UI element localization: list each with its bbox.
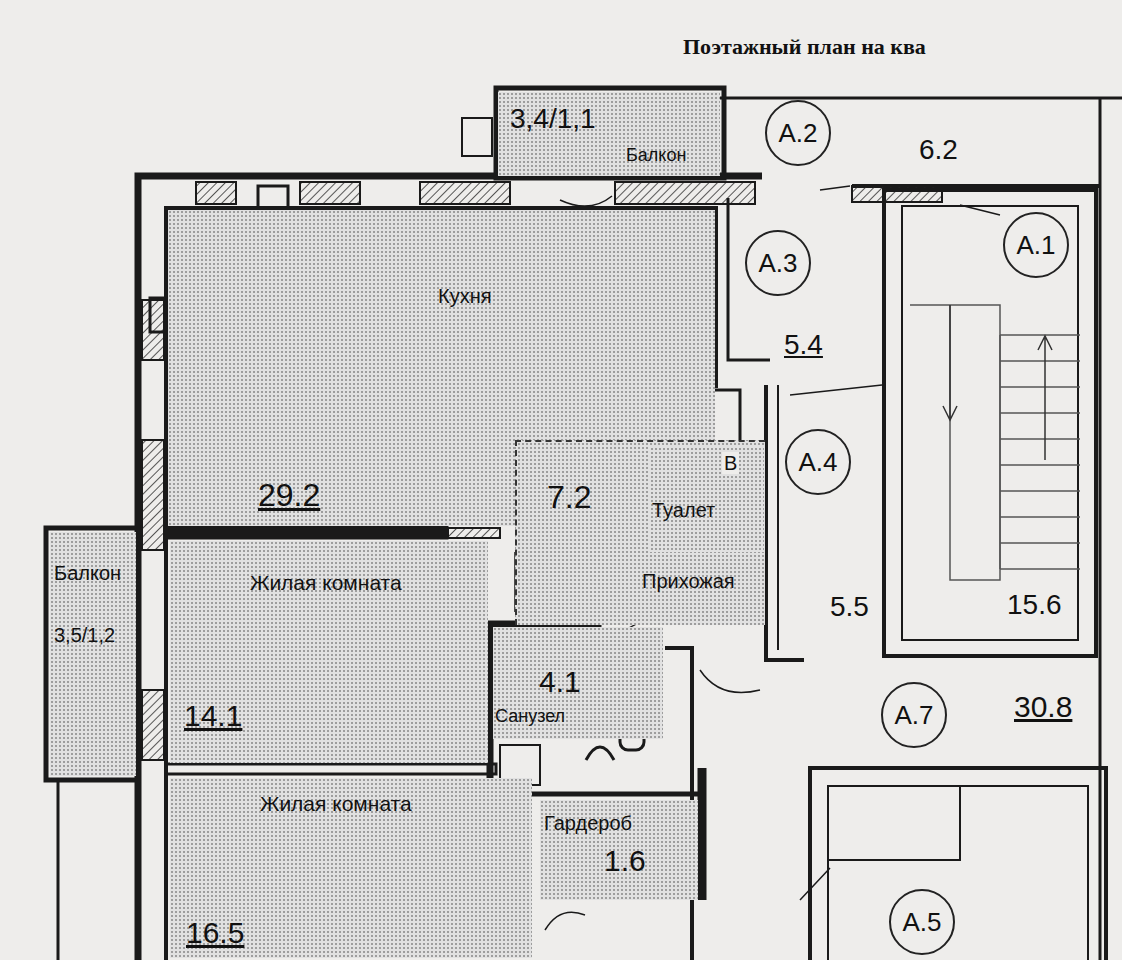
air-unit [462,118,492,156]
balcony-wall [58,780,138,960]
door-swing [820,186,1000,215]
room-text: Кухня [438,285,492,307]
stairwell-wall [902,206,1078,640]
neighbour-wall [810,768,1106,960]
entrance-wall [777,385,779,650]
stair-arrow [1038,336,1052,460]
room-text: 14.1 [184,699,242,732]
bathroom-area: 4.1Санузел [493,627,663,739]
room-text: Балкон [626,146,686,166]
section-marker: А.1 [1003,212,1069,278]
room-text: 3,5/1,2 [54,624,115,646]
room-text: Жилая комната [250,571,402,594]
section-marker: А.3 [745,230,811,296]
plan-title: Поэтажный план на ква [683,34,926,60]
room-text: Жилая комната [260,792,412,815]
marker-text: А.1 [1016,232,1055,258]
balcony-area: 3,4/1,1Балкон [498,92,720,176]
marker-text: А.2 [778,120,817,146]
area-label: 6.2 [917,135,960,166]
marker-text: А.7 [894,702,933,728]
room-text: Балкон [54,562,121,584]
stair-arrow [943,305,957,420]
door-swing [560,196,612,206]
stair-landing [910,305,1000,580]
balcony-wall [496,88,724,178]
room-text: Туалет [652,499,715,521]
marker-text: А.5 [902,909,941,935]
window [142,440,164,550]
room-text: 4.1 [539,665,581,698]
neighbour-wall [1099,98,1102,960]
area-label: 15.6 [1005,590,1064,621]
stairwell-wall [884,190,1096,656]
corridor-wall [720,97,1122,100]
stair-steps [1000,335,1080,569]
area-label: 5.4 [782,330,825,361]
section-marker: А.4 [785,429,851,495]
window [615,182,755,204]
area-label: 30.8 [1012,690,1074,723]
room-text: 16.5 [186,916,244,949]
room-text: 1.6 [604,844,646,877]
neighbour-wall [828,786,960,860]
section-marker: А.7 [881,682,947,748]
room-text: 3,4/1,1 [510,104,596,135]
door-swing [790,385,882,395]
area-label: В [722,452,739,474]
room-text: 7.2 [547,480,591,515]
balcony-area: Балкон 3,5/1,2 [50,532,136,776]
room-text: Санузел [495,707,565,727]
room-text: 29.2 [258,478,320,513]
window [142,690,164,760]
marker-text: А.3 [758,250,797,276]
section-marker: А.2 [765,100,831,166]
wardrobe-wall [698,768,707,900]
living-room-area: Жилая комната 14.1 [170,541,488,763]
partition-wall [166,764,496,774]
partition-wall [448,528,500,538]
toilet-area: Туалет [650,447,764,552]
window [142,300,164,360]
entrance-wall [766,385,804,660]
area-label: 5.5 [828,592,871,623]
marker-text: А.4 [798,449,837,475]
window [196,182,236,204]
living-room-area: Жилая комната 16.5 [170,778,532,958]
bathtub [586,747,614,760]
section-marker: А.5 [889,889,955,955]
room-text: Прихожая [642,570,735,592]
room-text: Гардероб [544,812,632,834]
window [300,182,360,204]
window [420,182,510,204]
balcony-wall [46,528,138,780]
wardrobe-area: Гардероб 1.6 [540,800,698,900]
partition-wall [166,526,448,539]
neighbour-wall [828,786,1088,960]
